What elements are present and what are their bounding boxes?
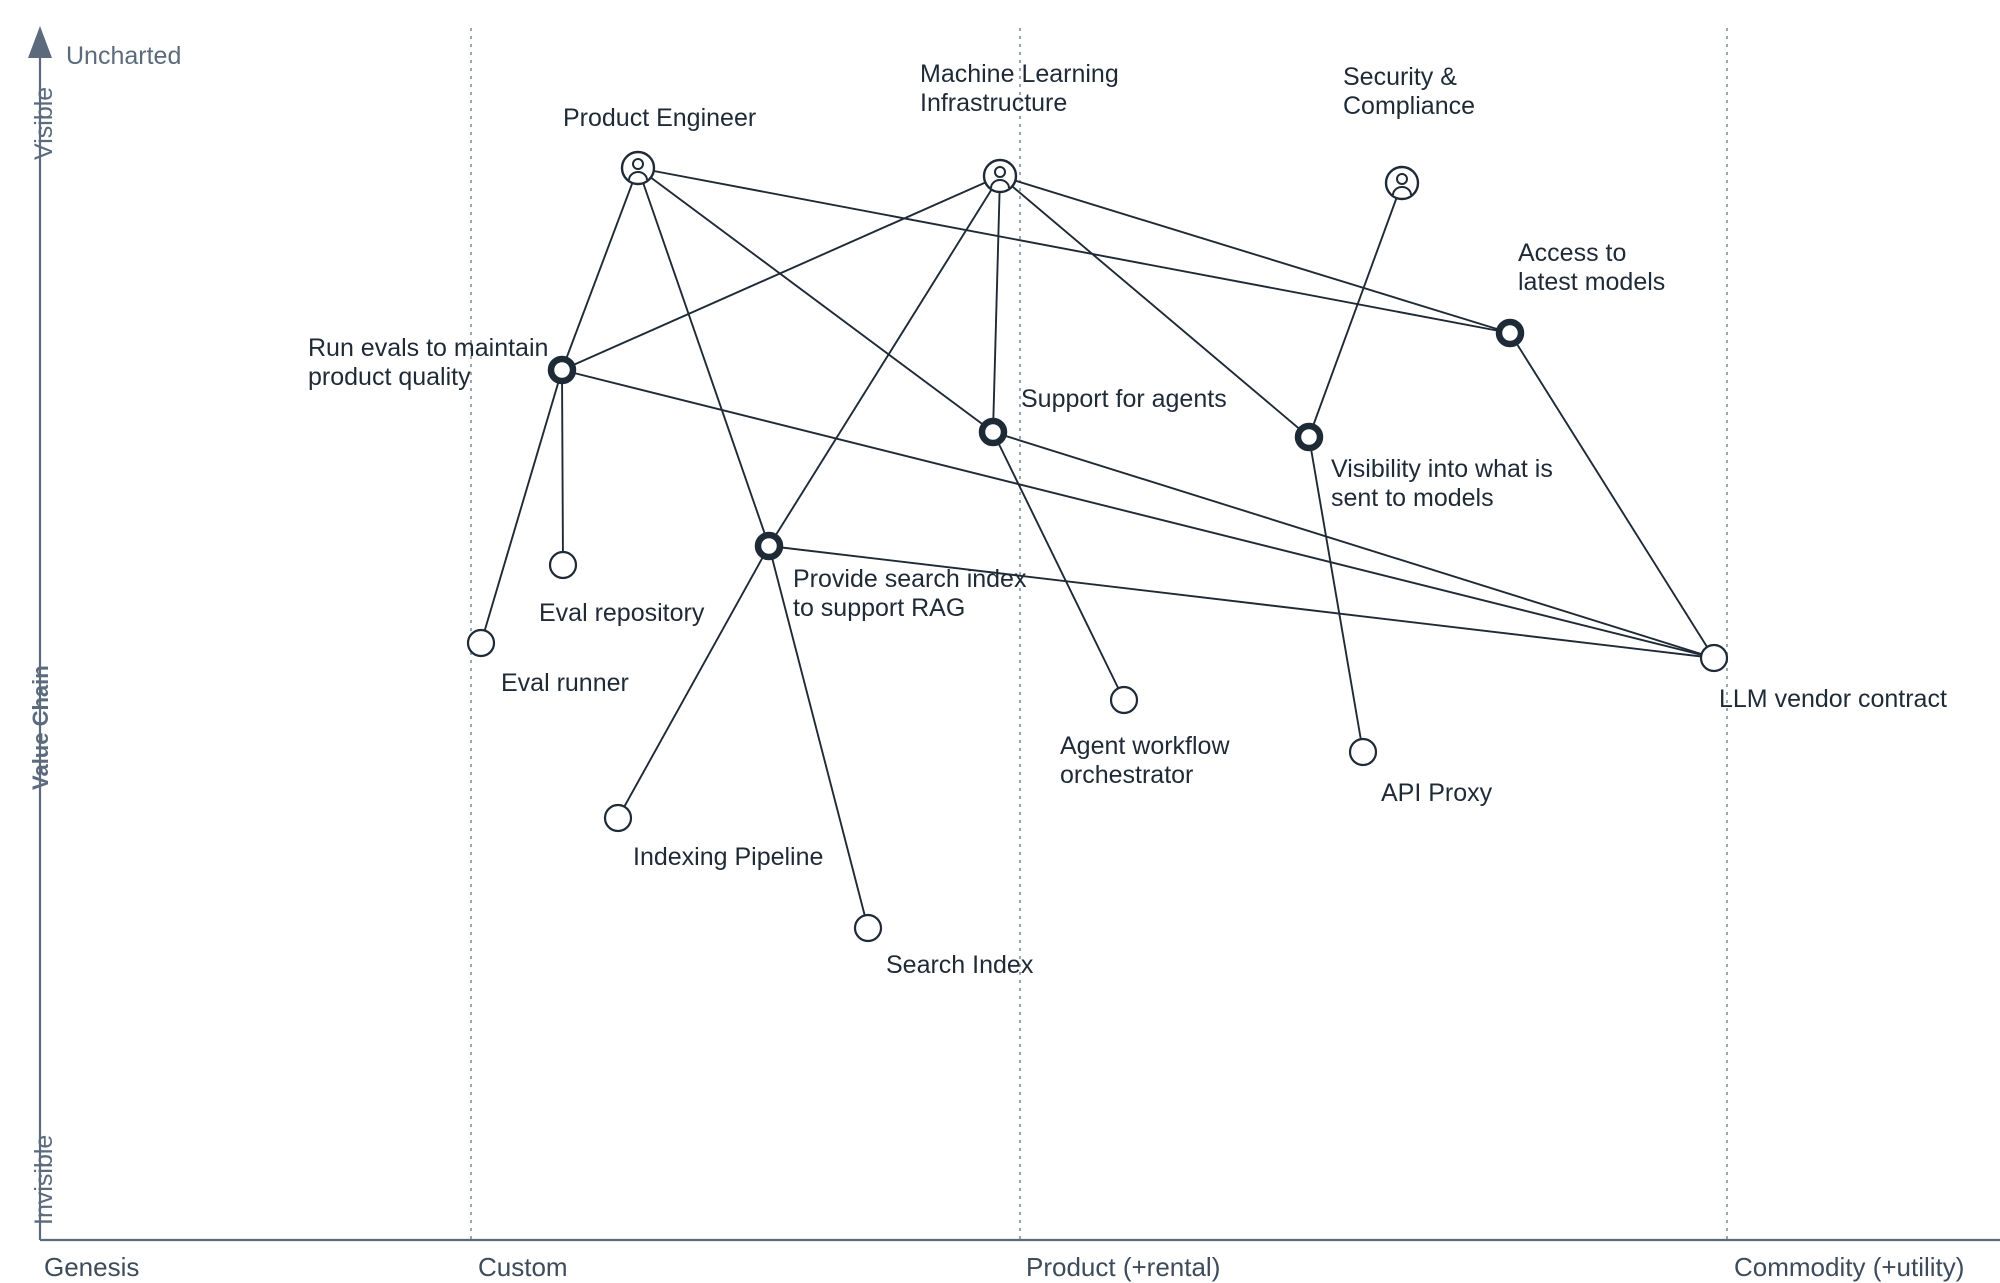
node-provide-search-index[interactable] bbox=[754, 531, 784, 561]
link-provide-search-index-to-search-index bbox=[768, 545, 869, 929]
link-run-evals-to-eval-runner bbox=[480, 369, 563, 644]
actor-body-icon bbox=[990, 179, 1010, 189]
actor-body-icon bbox=[1392, 186, 1412, 196]
node-product-engineer[interactable] bbox=[620, 150, 656, 186]
visible-axis-caption: Visible bbox=[30, 86, 58, 160]
evolution-label-custom: Custom bbox=[478, 1252, 568, 1282]
component-circle-icon bbox=[466, 628, 496, 658]
link-run-evals-to-eval-repository bbox=[561, 369, 564, 566]
component-circle-icon bbox=[1294, 422, 1324, 452]
node-label-run-evals[interactable]: Run evals to maintain product quality bbox=[308, 334, 549, 391]
evolution-label-commodity: Commodity (+utility) bbox=[1734, 1252, 1965, 1282]
node-label-security-compliance[interactable]: Security & Compliance bbox=[1343, 63, 1476, 120]
node-label-agent-workflow-orchestrator[interactable]: Agent workflow orchestrator bbox=[1060, 732, 1230, 789]
node-ml-infrastructure[interactable] bbox=[982, 158, 1018, 194]
node-label-llm-vendor-contract[interactable]: LLM vendor contract bbox=[1719, 685, 1947, 713]
component-circle-icon bbox=[1699, 643, 1729, 673]
component-circle-icon bbox=[603, 803, 633, 833]
component-circle-icon bbox=[547, 355, 577, 385]
link-provide-search-index-to-llm-vendor-contract bbox=[768, 545, 1715, 659]
link-product-engineer-to-provide-search-index bbox=[637, 167, 770, 547]
nodes-group bbox=[466, 150, 1729, 943]
component-circle-icon bbox=[1109, 685, 1139, 715]
links-group bbox=[480, 167, 1715, 929]
component-circle-icon bbox=[754, 531, 784, 561]
node-visibility-into-models[interactable] bbox=[1294, 422, 1324, 452]
actor-body-icon bbox=[628, 171, 648, 181]
node-label-provide-search-index[interactable]: Provide search index to support RAG bbox=[793, 565, 1027, 622]
node-label-support-for-agents[interactable]: Support for agents bbox=[1021, 385, 1227, 413]
node-label-indexing-pipeline[interactable]: Indexing Pipeline bbox=[633, 843, 824, 871]
node-label-search-index[interactable]: Search Index bbox=[886, 951, 1034, 979]
component-circle-icon bbox=[1348, 737, 1378, 767]
evolution-divider-group bbox=[470, 28, 1728, 1240]
node-label-visibility-into-models[interactable]: Visibility into what is sent to models bbox=[1331, 455, 1553, 512]
node-indexing-pipeline[interactable] bbox=[603, 803, 633, 833]
link-ml-infrastructure-to-run-evals bbox=[561, 175, 1001, 371]
invisible-axis-caption: Invisible bbox=[30, 1134, 58, 1225]
link-ml-infrastructure-to-provide-search-index bbox=[768, 175, 1001, 547]
value-chain-axis-title: Value Chain bbox=[28, 665, 53, 790]
node-eval-runner[interactable] bbox=[466, 628, 496, 658]
node-support-for-agents[interactable] bbox=[978, 417, 1008, 447]
node-run-evals[interactable] bbox=[547, 355, 577, 385]
y-axis-arrow-icon bbox=[28, 26, 52, 58]
component-circle-icon bbox=[1495, 318, 1525, 348]
node-security-compliance[interactable] bbox=[1384, 165, 1420, 201]
node-llm-vendor-contract[interactable] bbox=[1699, 643, 1729, 673]
link-support-for-agents-to-agent-workflow-orchestrator bbox=[992, 431, 1125, 701]
actor-head-icon bbox=[1396, 173, 1408, 185]
link-ml-infrastructure-to-support-for-agents bbox=[992, 175, 1001, 433]
node-label-access-latest-models[interactable]: Access to latest models bbox=[1518, 239, 1666, 296]
link-visibility-into-models-to-api-proxy bbox=[1308, 436, 1364, 753]
node-label-product-engineer[interactable]: Product Engineer bbox=[563, 104, 757, 132]
node-search-index[interactable] bbox=[853, 913, 883, 943]
node-agent-workflow-orchestrator[interactable] bbox=[1109, 685, 1139, 715]
link-security-compliance-to-visibility-into-models bbox=[1308, 182, 1403, 438]
node-access-latest-models[interactable] bbox=[1495, 318, 1525, 348]
node-label-api-proxy[interactable]: API Proxy bbox=[1381, 779, 1493, 807]
component-circle-icon bbox=[978, 417, 1008, 447]
link-product-engineer-to-access-latest-models bbox=[637, 167, 1511, 334]
actor-head-icon bbox=[994, 166, 1006, 178]
link-product-engineer-to-support-for-agents bbox=[637, 167, 994, 433]
node-eval-repository[interactable] bbox=[548, 550, 578, 580]
link-support-for-agents-to-llm-vendor-contract bbox=[992, 431, 1715, 659]
link-product-engineer-to-run-evals bbox=[561, 167, 639, 371]
evolution-label-product: Product (+rental) bbox=[1026, 1252, 1221, 1282]
link-access-latest-models-to-llm-vendor-contract bbox=[1509, 332, 1715, 659]
node-label-eval-repository[interactable]: Eval repository bbox=[539, 599, 705, 627]
link-ml-infrastructure-to-access-latest-models bbox=[999, 175, 1511, 334]
evolution-label-genesis: Genesis bbox=[44, 1252, 140, 1282]
link-ml-infrastructure-to-visibility-into-models bbox=[999, 175, 1310, 438]
node-label-ml-infrastructure[interactable]: Machine Learning Infrastructure bbox=[920, 60, 1119, 117]
link-provide-search-index-to-indexing-pipeline bbox=[617, 545, 770, 819]
actor-head-icon bbox=[632, 158, 644, 170]
component-circle-icon bbox=[548, 550, 578, 580]
uncharted-caption: Uncharted bbox=[66, 42, 182, 70]
component-circle-icon bbox=[853, 913, 883, 943]
link-run-evals-to-llm-vendor-contract bbox=[561, 369, 1715, 659]
node-api-proxy[interactable] bbox=[1348, 737, 1378, 767]
axes-group bbox=[28, 26, 2000, 1242]
node-label-eval-runner[interactable]: Eval runner bbox=[501, 669, 629, 697]
